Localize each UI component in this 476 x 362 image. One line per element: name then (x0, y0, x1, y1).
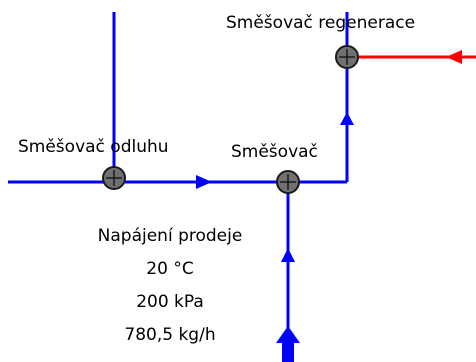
feed-name-label: Napájení prodeje (97, 226, 243, 246)
mixer-regeneration-node[interactable] (335, 45, 359, 69)
feed-pressure-value: 200 kPa (136, 292, 204, 312)
feed-inlet-arrow-icon[interactable] (276, 326, 300, 343)
mixer-label: Směšovač (231, 142, 318, 162)
mixer-node[interactable] (276, 170, 300, 194)
arrow-left-red-icon (446, 50, 462, 64)
arrow-up-icon (340, 112, 354, 125)
mixer-drain-node[interactable] (102, 166, 126, 190)
mixer-regeneration-label: Směšovač regenerace (226, 13, 416, 33)
feed-flow-value: 780,5 kg/h (124, 325, 216, 345)
feed-temperature-value: 20 °C (146, 259, 194, 279)
arrow-up-icon (281, 248, 295, 262)
mixer-drain-label: Směšovač odluhu (18, 137, 169, 157)
feed-inlet-arrow-stem (282, 342, 294, 362)
arrow-right-icon (196, 175, 212, 189)
